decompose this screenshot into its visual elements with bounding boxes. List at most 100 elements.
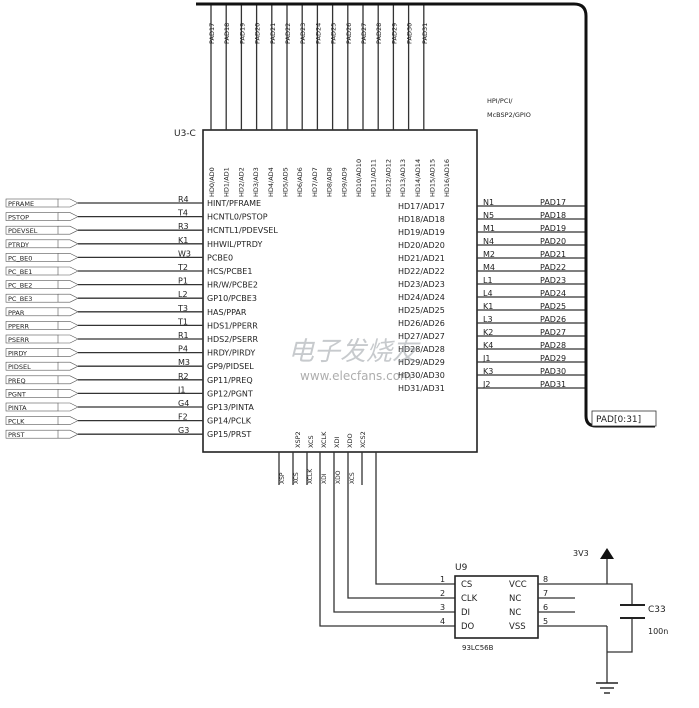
u9-connection-wire (319, 485, 455, 627)
watermark-url: www.elecfans.com (300, 369, 412, 383)
u3-top-net-label: PAD26 (345, 23, 353, 44)
u3-left-ball: T2 (177, 263, 188, 272)
u3-top-pin-name: HD9/AD9 (340, 167, 348, 197)
u3-left-ball: T4 (177, 209, 188, 218)
u3-top-pin-name: HD6/AD6 (296, 167, 304, 197)
u3-top-net-label: PAD24 (314, 23, 322, 44)
u9-left-pin-name: CS (461, 580, 472, 590)
u3-left-net-label: PPAR (8, 309, 25, 317)
u3-left-net-flag (5, 416, 59, 425)
u3-bottom-pin-label: XCS (293, 472, 300, 484)
u3-right-pin-name: HD18/AD18 (398, 215, 445, 224)
u3-top-net-label: PAD17 (208, 23, 216, 44)
u3-top-pin-name: HD0/AD0 (208, 167, 216, 197)
u3-right-pin-name: HD29/AD29 (398, 358, 445, 367)
u3-right-ball: L4 (483, 289, 493, 298)
u3-left-net-flag (5, 293, 59, 303)
u3-left-net-flag (5, 321, 59, 330)
u3-left-ball: P1 (178, 277, 188, 286)
u3-right-pin-name: HD20/AD20 (398, 241, 445, 250)
pad-bus-label-box (591, 410, 657, 427)
u3-right-ball: N1 (483, 198, 494, 207)
u3-bottom-pin-name: XCS (307, 435, 315, 448)
u3-left-net-label: PCLK (8, 418, 25, 426)
u3-right-ball: K2 (483, 328, 493, 337)
u3-left-pin-name: HAS/PPAR (207, 308, 247, 317)
u3-left-net-label: PSTOP (8, 214, 29, 222)
cap-top-wire (607, 583, 633, 605)
u3-right-ball: L1 (483, 276, 493, 285)
u3-left-net-flag-tip (58, 321, 79, 330)
u3-top-net-label: PAD20 (254, 23, 262, 44)
u3-bottom-pin-name: XSP2 (294, 431, 302, 448)
u9-part: 93LC56B (462, 644, 494, 652)
u3-left-net-flag (5, 402, 59, 412)
ground-icon (596, 682, 618, 694)
u3-right-pin-name: HD21/AD21 (398, 254, 445, 263)
u3-right-ball: N5 (483, 211, 494, 220)
u3-right-pin-name: HD31/AD31 (398, 384, 445, 393)
u3-left-net-flag (5, 375, 59, 385)
u9-left-pin-number: 4 (440, 617, 445, 626)
u3-right-net-label: PAD24 (540, 289, 566, 298)
u3-top-pin-name: HD15/AD15 (429, 159, 437, 197)
u3-left-net-label: PSERR (8, 336, 30, 344)
u3-left-pin-name: GP15/PRST (207, 430, 251, 439)
u3-top-net-label: PAD28 (375, 23, 383, 44)
u3-left-pin-name: HHWIL/PTRDY (207, 240, 262, 249)
u3-left-net-flag-tip (58, 280, 79, 289)
u3-left-pin-name: GP14/PCLK (207, 417, 252, 426)
u3-left-net-flag-tip (58, 429, 79, 439)
u3-left-pin-name: PCBE0 (207, 253, 233, 262)
u9-right-pin-name: NC (509, 608, 521, 618)
u3-left-net-flag-tip (58, 225, 79, 235)
u3-left-net-flag (5, 280, 59, 289)
u3-bottom-pin-label: XDO (335, 470, 342, 484)
u3-left-net-label: PIRDY (8, 350, 27, 358)
u9-left-pin-name: DI (461, 608, 470, 618)
power-label: 3V3 (573, 549, 589, 558)
u3-left-pin-name: GP10/PCBE3 (207, 294, 257, 303)
u3-left-net-label: PC_BE1 (8, 268, 32, 276)
u3-left-net-flag (5, 307, 59, 317)
u3-right-net-label: PAD29 (540, 354, 566, 363)
u3-left-ball: T3 (177, 304, 188, 313)
u3-left-net-flag (5, 334, 59, 344)
u3-left-net-flag (5, 212, 59, 221)
u3-top-net-label: PAD19 (238, 23, 246, 44)
u3-left-pin-name: GP13/PINTA (207, 403, 254, 412)
u3-top-pin-name: HD12/AD12 (384, 159, 392, 197)
u3-left-pin-name: HRDY/PIRDY (207, 349, 255, 358)
u3-right-net-label: PAD17 (540, 198, 566, 207)
u3-bottom-pin-label: XSP (279, 472, 286, 484)
u3-top-pin-name: HD13/AD13 (399, 159, 407, 197)
u3-top-pin-name: HD16/AD16 (443, 159, 451, 197)
u9-right-pin-name: NC (509, 594, 521, 604)
u9-ref: U9 (455, 563, 468, 573)
u3-left-ball: R2 (178, 372, 189, 381)
u3-top-net-label: PAD25 (330, 23, 338, 44)
u3-right-pin-name: HD19/AD19 (398, 228, 445, 237)
u3-top-pin-name: HD5/AD5 (282, 167, 290, 197)
u3-top-net-label: PAD27 (360, 23, 368, 44)
u9-left-pin-number: 1 (440, 575, 445, 584)
u3-left-net-label: PIDSEL (8, 363, 31, 371)
cap-bottom-wire (607, 618, 633, 653)
u3-left-net-flag-tip (58, 402, 79, 412)
u3-left-net-flag-tip (58, 198, 79, 208)
u3-left-pin-name: HINT/PFRAME (207, 199, 261, 208)
u3-left-net-flag (5, 389, 59, 398)
u3-left-net-flag-tip (58, 307, 79, 317)
u3-left-net-flag-tip (58, 348, 79, 357)
u3-left-net-flag-tip (58, 293, 79, 303)
u3-left-net-flag (5, 253, 59, 262)
u3-left-net-flag (5, 239, 59, 249)
u3-left-net-flag-tip (58, 266, 79, 276)
u3-right-pin-name: HD26/AD26 (398, 319, 445, 328)
u3-right-pin-name: HD27/AD27 (398, 332, 445, 341)
